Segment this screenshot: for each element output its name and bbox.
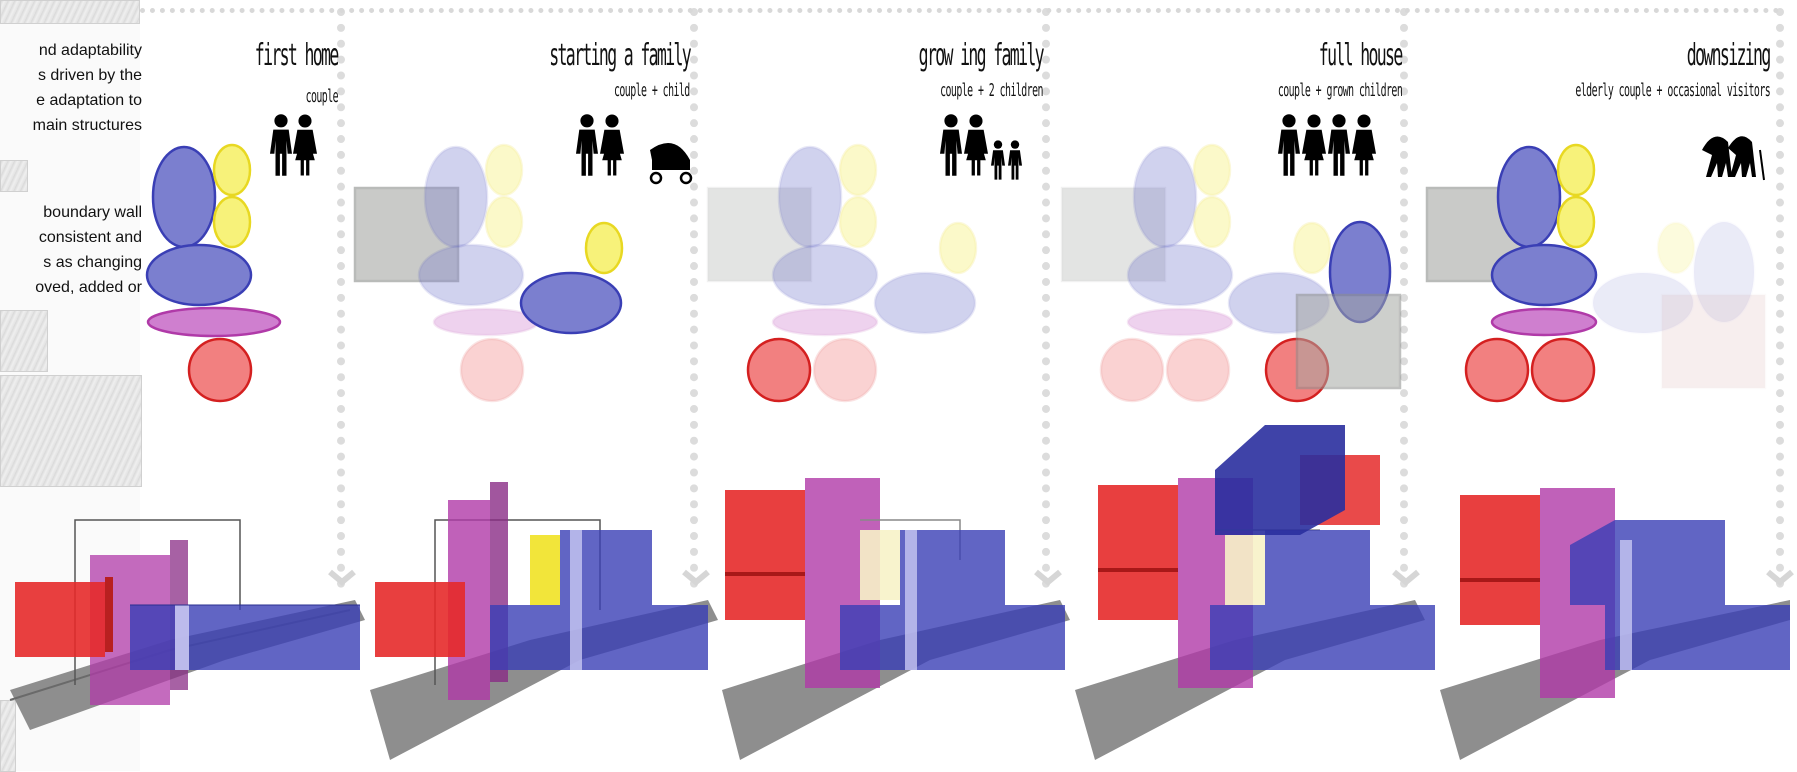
stage-subtitle-downsizing: elderly couple + occasional visitors <box>1575 80 1770 101</box>
panel-downsizing <box>1425 136 1790 760</box>
bubble-diagram <box>706 143 978 403</box>
massing-model <box>9 519 365 730</box>
paper-texture-mid <box>0 310 48 372</box>
stage-title-starting-family: starting a family <box>549 38 691 73</box>
elderly-couple-icon <box>1702 136 1765 181</box>
stage-title-full-house: full house <box>1319 38 1403 73</box>
massing-model <box>370 482 718 760</box>
couple-with-stroller-icon <box>576 114 693 185</box>
four-adults-icon <box>1278 114 1376 176</box>
top-dotted-border <box>140 8 1780 13</box>
panel-separator <box>337 8 353 588</box>
stage-title-downsizing: downsizing <box>1687 38 1771 73</box>
stage-subtitle-full-house: couple + grown children <box>1277 80 1403 101</box>
panel-separator <box>1776 8 1792 588</box>
stage-subtitle-growing-family: couple + 2 children <box>940 80 1043 101</box>
intro-paragraph-1: nd adaptability s driven by the e adapta… <box>4 38 142 138</box>
intro-line: boundary wall <box>43 204 142 221</box>
panel-first-home <box>9 114 365 730</box>
stage-title-first-home: first home <box>255 38 339 73</box>
intro-line: consistent and <box>38 229 142 246</box>
bubble-diagram <box>353 143 624 403</box>
intro-line: s driven by the <box>37 67 142 84</box>
chevron-down-icon <box>328 569 1794 586</box>
intro-line: nd adaptability <box>38 42 142 59</box>
intro-line: s as changing <box>43 254 142 271</box>
paper-texture-small <box>0 160 28 192</box>
massing-model <box>1075 425 1435 760</box>
couple-icon <box>270 114 317 176</box>
panel-growing-family <box>706 114 1070 760</box>
stage-subtitle-first-home: couple <box>305 86 339 107</box>
massing-model <box>722 478 1070 760</box>
massing-model <box>1440 488 1790 760</box>
intro-line: oved, added or <box>35 279 142 296</box>
intro-paragraph-2: boundary wall consistent and s as changi… <box>4 200 142 300</box>
paper-texture-top <box>0 0 140 24</box>
stage-subtitle-starting-family: couple + child <box>614 80 690 101</box>
intro-line: main structures <box>32 117 142 134</box>
panel-separator <box>690 8 706 588</box>
bubble-diagram <box>1425 143 1767 403</box>
stage-title-growing-family: grow ing family <box>918 38 1045 73</box>
panel-separator <box>1042 8 1058 588</box>
panel-separator <box>1400 8 1416 588</box>
bubble-diagram <box>1060 143 1402 403</box>
paper-texture-block <box>0 375 142 487</box>
panel-starting-family <box>353 114 718 760</box>
bubble-diagram <box>145 143 282 403</box>
family-two-children-icon <box>940 114 1022 180</box>
intro-line: e adaptation to <box>36 92 142 109</box>
panel-full-house <box>1060 114 1435 760</box>
